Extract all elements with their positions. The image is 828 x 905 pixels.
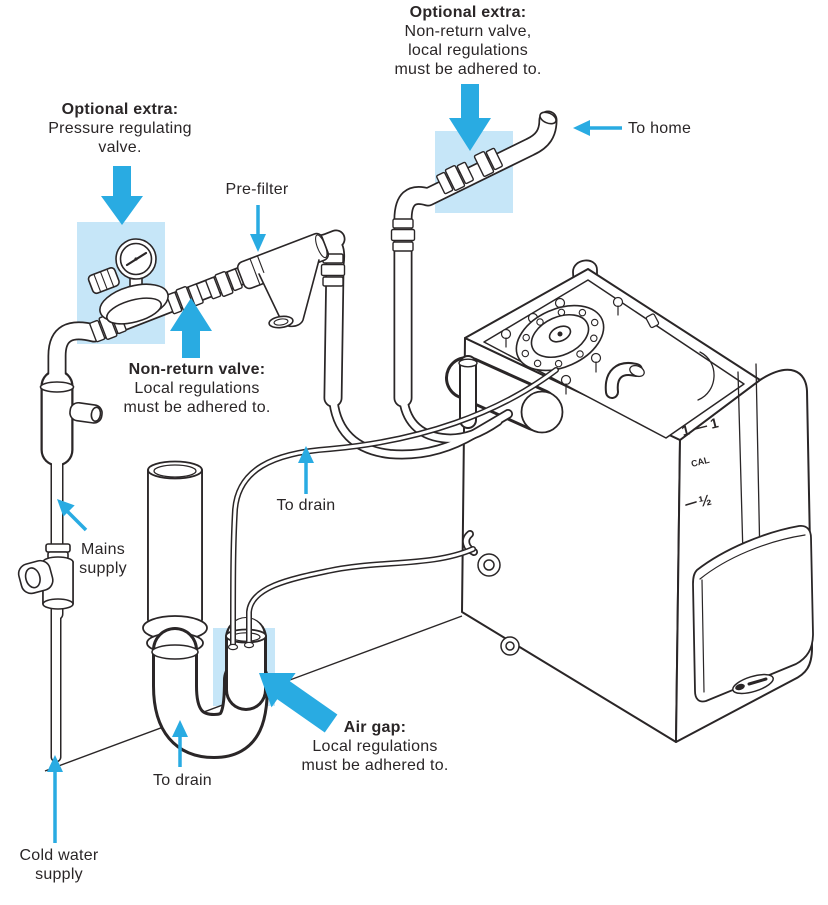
callout-mains-supply: Mains supply <box>53 540 153 578</box>
highlight-boxes <box>77 131 513 706</box>
pre-filter-unit <box>236 232 330 329</box>
callout-non-return-valve: Non-return valve: Local regulations must… <box>92 360 302 417</box>
callout-line: must be adhered to. <box>394 61 542 78</box>
callout-line: Local regulations <box>134 380 260 397</box>
callout-line: supply <box>35 866 83 883</box>
callout-line: valve. <box>98 139 142 156</box>
callout-line: Pressure regulating <box>48 120 192 137</box>
mains-insulating-sleeve <box>39 381 103 424</box>
thin-arrows <box>53 126 622 843</box>
svg-text:½: ½ <box>697 492 713 511</box>
callout-line: must be adhered to. <box>123 399 271 416</box>
callout-line: local regulations <box>408 42 528 59</box>
callout-to-drain-standpipe: To drain <box>130 771 235 790</box>
arrow-mains-supply-head-icon <box>57 499 75 517</box>
arrow-mains-supply-line <box>64 508 88 532</box>
arrow-to-drain-hose-head-icon <box>298 446 314 463</box>
arrow-to-drain-standpipe-head-icon <box>172 720 188 737</box>
arrow-up-non-return-valve-icon <box>170 298 212 358</box>
callout-air-gap: Air gap: Local regulations must be adher… <box>275 718 475 775</box>
callout-optional-extra-left: Optional extra: Pressure regulating valv… <box>20 100 220 157</box>
svg-text:CAL: CAL <box>690 455 711 469</box>
callout-line: supply <box>79 560 127 577</box>
arrow-to-home-head-icon <box>573 120 590 136</box>
arrow-pre-filter-head-icon <box>250 234 266 252</box>
pipework <box>17 110 559 763</box>
callout-optional-extra-top: Optional extra: Non-return valve, local … <box>343 3 593 79</box>
mains-stop-valve <box>17 543 74 610</box>
drain-tubes <box>227 367 559 651</box>
callout-pre-filter: Pre-filter <box>197 180 317 199</box>
to-home-pipe-end <box>539 111 557 125</box>
control-valve-head <box>515 304 605 372</box>
machine-drain-fitting <box>462 530 520 656</box>
callout-title: Optional extra: <box>61 101 179 118</box>
arrow-air-gap-icon <box>259 673 338 733</box>
callout-line: must be adhered to. <box>301 757 449 774</box>
callout-to-home: To home <box>628 119 728 138</box>
brand-logo <box>732 673 774 695</box>
callout-to-drain-hose: To drain <box>251 496 361 515</box>
callout-title: Optional extra: <box>409 4 527 21</box>
pointer-arrows <box>47 84 622 843</box>
callout-line: To drain <box>276 497 336 514</box>
arrow-down-optional-extra-top-icon <box>449 84 491 151</box>
pipe-outlines <box>40 110 558 763</box>
callout-line: To home <box>628 120 692 137</box>
callout-cold-water-supply: Cold water supply <box>3 846 115 884</box>
callout-title: Air gap: <box>343 719 407 736</box>
arrow-cold-water-head-icon <box>47 755 63 772</box>
salt-lid-panel <box>692 525 814 703</box>
callout-line: Non-return valve, <box>404 23 532 40</box>
callout-line: Pre-filter <box>225 181 289 198</box>
callout-line: Local regulations <box>312 738 438 755</box>
machine-front-hose <box>445 355 564 434</box>
pressure-regulating-valve <box>87 238 169 325</box>
water-softener-unit: 1 — 1 CAL ½ <box>445 259 814 743</box>
valve-outlet-elbows <box>604 362 645 399</box>
drain-assembly <box>142 460 269 759</box>
callout-line: To drain <box>153 772 212 789</box>
callout-line: Mains <box>81 541 125 558</box>
machine-interior-pocket <box>697 351 715 401</box>
callout-title: Non-return valve: <box>128 361 266 378</box>
arrow-down-optional-extra-left-icon <box>101 166 143 225</box>
machine-scale-markings: 1 — 1 CAL ½ <box>680 414 720 511</box>
callout-line: Cold water <box>19 847 99 864</box>
